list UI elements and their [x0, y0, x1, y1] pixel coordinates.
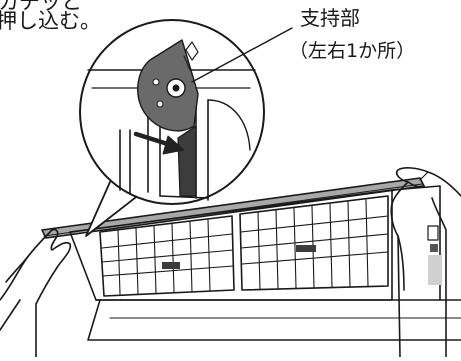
hand-right-icon — [390, 167, 461, 358]
air-filter-left — [99, 215, 235, 297]
instruction-text-line1: カチッと — [0, 0, 82, 14]
leader-line — [191, 27, 293, 83]
support-bracket-icon — [137, 39, 199, 132]
callout-pointer — [85, 181, 141, 237]
callout-label: 支持部 — [300, 6, 360, 30]
instruction-text-line2: 押し込む。 — [0, 9, 101, 33]
air-conditioner-unit — [41, 177, 461, 341]
air-filter-right — [239, 195, 389, 291]
hand-left-icon — [0, 228, 72, 358]
arrow-icon — [133, 131, 185, 155]
zoom-callout — [79, 19, 265, 237]
callout-sublabel: （左右1か所） — [289, 40, 416, 62]
